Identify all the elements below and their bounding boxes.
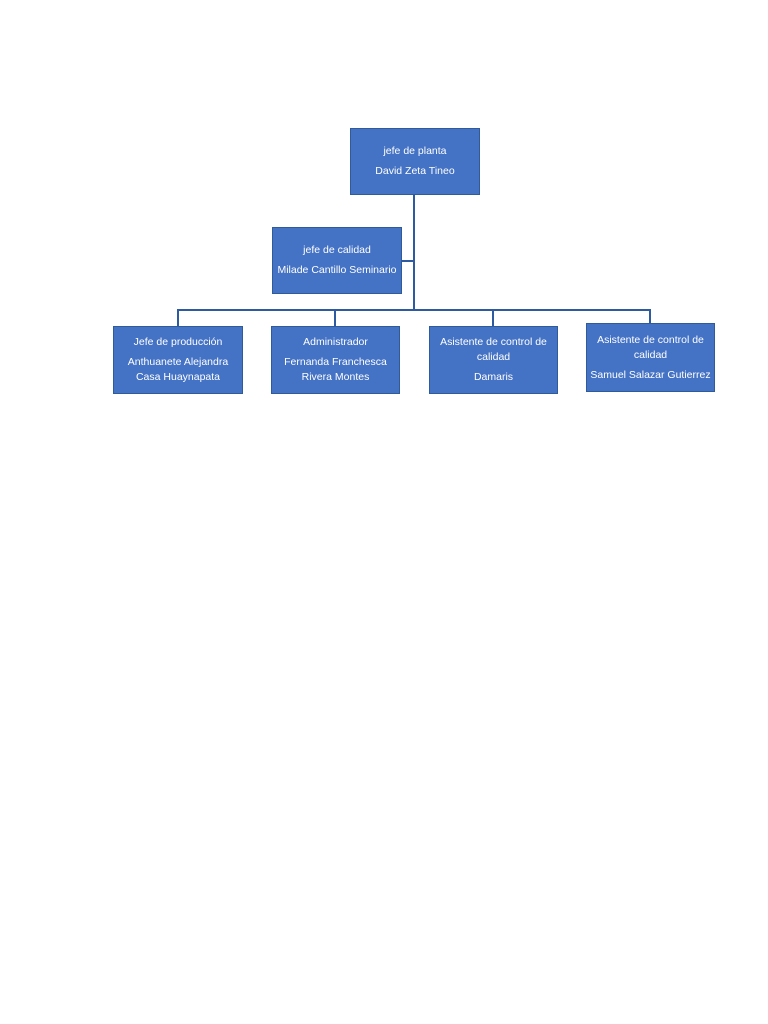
org-node-asistente-control-calidad-damaris[interactable]: Asistente de control de calidad Damaris	[429, 326, 558, 394]
org-node-title: jefe de calidad	[303, 244, 371, 256]
org-node-person: Samuel Salazar Gutierrez	[590, 368, 711, 381]
org-node-title: Asistente de control de calidad	[597, 333, 704, 361]
org-node-person: Damaris	[473, 371, 514, 383]
connector-drop-asistente-samuel	[649, 309, 651, 323]
org-node-title: jefe de planta	[383, 145, 447, 157]
org-node-jefe-de-calidad[interactable]: jefe de calidad Milade Cantillo Seminari…	[272, 227, 402, 294]
connector-horizontal-bus	[177, 309, 651, 311]
org-node-person: Anthuanete Alejandra Casa Huaynapata	[127, 356, 229, 383]
connector-drop-asistente-damaris	[492, 309, 494, 326]
org-node-title: Asistente de control de calidad	[440, 336, 547, 363]
connector-calidad-stub	[402, 260, 414, 262]
org-node-person: Milade Cantillo Seminario	[277, 264, 397, 276]
org-node-title: Administrador	[303, 336, 368, 348]
org-node-title: Jefe de producción	[133, 336, 223, 348]
org-node-administrador[interactable]: Administrador Fernanda Franchesca Rivera…	[271, 326, 400, 394]
org-node-person: David Zeta Tineo	[375, 165, 455, 177]
connector-root-to-bus	[413, 195, 415, 310]
org-node-jefe-de-produccion[interactable]: Jefe de producción Anthuanete Alejandra …	[113, 326, 243, 394]
connector-drop-administrador	[334, 309, 336, 326]
org-node-asistente-control-calidad-samuel[interactable]: Asistente de control de calidad Samuel S…	[586, 323, 715, 392]
org-node-jefe-de-planta[interactable]: jefe de planta David Zeta Tineo	[350, 128, 480, 195]
org-node-person: Fernanda Franchesca Rivera Montes	[284, 356, 387, 383]
connector-drop-produccion	[177, 309, 179, 326]
